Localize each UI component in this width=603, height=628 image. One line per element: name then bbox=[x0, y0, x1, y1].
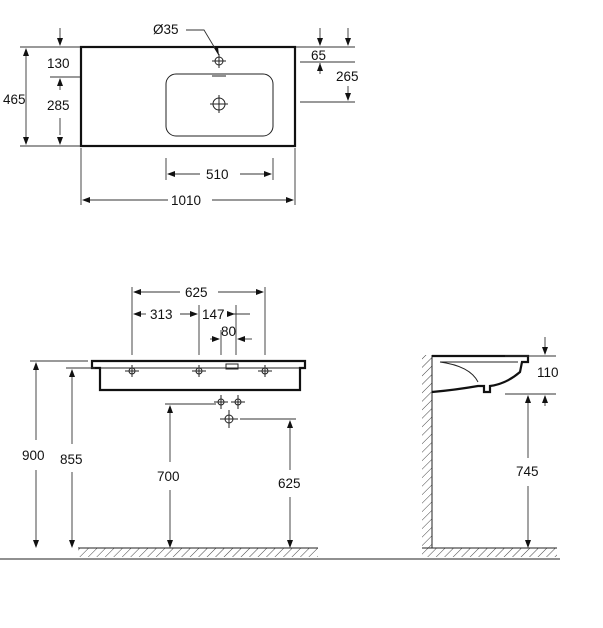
dim-center-offset: 147 bbox=[202, 307, 225, 322]
dim-total-depth: 465 bbox=[3, 92, 26, 107]
waste-markers bbox=[214, 395, 245, 428]
floor-hatch-side bbox=[422, 548, 557, 557]
wall-hatch bbox=[422, 355, 432, 548]
dim-outer-span: 625 bbox=[185, 285, 208, 300]
dim-total-width: 1010 bbox=[171, 193, 201, 208]
diameter-leader bbox=[186, 29, 220, 56]
basin-outline-top bbox=[79, 45, 297, 148]
dim-drain-width: 80 bbox=[221, 324, 236, 339]
dim-side-bowl-depth: 110 bbox=[537, 365, 559, 380]
dim-waste-height: 625 bbox=[278, 476, 301, 491]
tap-hole bbox=[212, 54, 226, 77]
floor-hatch-front bbox=[78, 548, 318, 557]
dim-mount-height: 745 bbox=[516, 464, 539, 479]
hole-markers-front bbox=[125, 363, 272, 377]
dim-total-height: 900 bbox=[22, 448, 45, 463]
drain-hole bbox=[210, 95, 228, 113]
dim-rim-height: 855 bbox=[60, 452, 83, 467]
dim-drain-height: 700 bbox=[157, 469, 180, 484]
front-view: 625 313 147 80 900 855 700 bbox=[22, 285, 318, 557]
basin-profile-side bbox=[431, 354, 530, 394]
dim-right-depth: 265 bbox=[336, 69, 359, 84]
dim-bowl-depth: 285 bbox=[47, 98, 70, 113]
dim-right-offset: 65 bbox=[311, 48, 326, 63]
bowl-outline-top bbox=[165, 73, 274, 137]
hole-diameter-label: Ø35 bbox=[153, 22, 179, 37]
dim-bowl-width: 510 bbox=[206, 167, 229, 182]
top-view: Ø35 465 130 285 65 265 bbox=[3, 22, 359, 208]
dim-tap-offset: 130 bbox=[47, 56, 70, 71]
dim-left-offset: 313 bbox=[150, 307, 173, 322]
side-view: 110 745 bbox=[422, 337, 559, 557]
